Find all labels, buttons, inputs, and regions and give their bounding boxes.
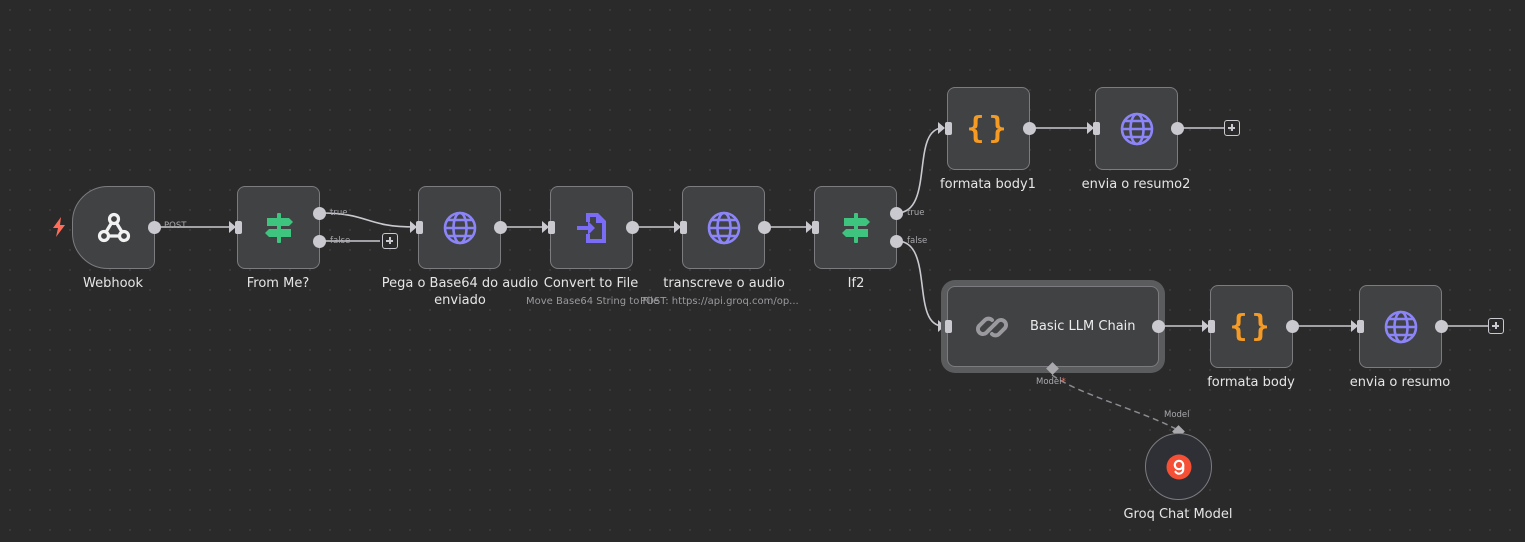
globe-icon — [1383, 309, 1419, 345]
convert-to-file-node[interactable] — [550, 186, 633, 269]
if2-node-label: If2 — [847, 276, 865, 291]
if2-input-handle[interactable] — [812, 221, 819, 234]
signpost-icon — [261, 210, 297, 246]
envia-resumo-input-handle[interactable] — [1357, 320, 1364, 333]
formata-body-output-handle[interactable] — [1286, 320, 1299, 333]
transcreve-audio-node[interactable] — [682, 186, 765, 269]
globe-icon — [706, 210, 742, 246]
convert-to-file-sublabel: Move Base64 String to File — [526, 296, 660, 307]
convert-to-file-node-label: Convert to File — [543, 276, 639, 291]
from-me-node[interactable] — [237, 186, 320, 269]
webhook-icon — [96, 210, 132, 246]
if2-false-label: false — [907, 236, 928, 246]
transcreve-audio-input-handle[interactable] — [680, 221, 687, 234]
curly-braces-icon: {} — [1229, 309, 1274, 344]
file-arrow-icon — [574, 210, 610, 246]
convert-to-file-input-handle[interactable] — [548, 221, 555, 234]
pega-base64-label-line1: Pega o Base64 do audio — [381, 276, 539, 291]
if2-true-handle[interactable] — [890, 207, 903, 220]
envia-resumo2-add-button[interactable] — [1224, 120, 1240, 136]
globe-icon — [442, 210, 478, 246]
groq-model-label: Model — [1164, 410, 1190, 420]
envia-resumo-add-button[interactable] — [1488, 318, 1504, 334]
groq-chat-model-node-label: Groq Chat Model — [1123, 507, 1233, 522]
pega-base64-label-line2: enviado — [434, 293, 486, 308]
formata-body-node[interactable]: {} — [1210, 285, 1293, 368]
envia-resumo-node[interactable] — [1359, 285, 1442, 368]
from-me-false-label: false — [330, 236, 351, 246]
basic-llm-chain-model-text: Model — [1036, 377, 1062, 387]
required-mark: * — [1061, 377, 1066, 387]
formata-body1-input-handle[interactable] — [945, 122, 952, 135]
transcreve-audio-sublabel: POST: https://api.groq.com/op... — [640, 296, 799, 307]
formata-body-node-label: formata body — [1207, 375, 1295, 390]
edge-groq-basicllm — [1051, 374, 1179, 431]
envia-resumo2-output-handle[interactable] — [1171, 122, 1184, 135]
webhook-output-handle[interactable] — [148, 221, 161, 234]
formata-body1-output-handle[interactable] — [1023, 122, 1036, 135]
from-me-input-handle[interactable] — [235, 221, 242, 234]
transcreve-audio-node-label: transcreve o audio — [663, 276, 785, 291]
transcreve-audio-output-handle[interactable] — [758, 221, 771, 234]
from-me-node-label: From Me? — [246, 276, 310, 291]
formata-body1-node[interactable]: {} — [947, 87, 1030, 170]
edge-if2-basicllm — [896, 240, 944, 327]
basic-llm-chain-output-handle[interactable] — [1152, 320, 1165, 333]
webhook-node[interactable] — [72, 186, 155, 269]
globe-icon — [1119, 111, 1155, 147]
if2-node[interactable] — [814, 186, 897, 269]
basic-llm-chain-input-handle[interactable] — [945, 320, 952, 333]
envia-resumo-node-label: envia o resumo — [1349, 375, 1451, 390]
webhook-output-label: POST — [164, 221, 187, 231]
from-me-false-handle[interactable] — [313, 235, 326, 248]
edge-fromme-pega — [319, 212, 416, 228]
signpost-icon — [838, 210, 874, 246]
if2-false-handle[interactable] — [890, 235, 903, 248]
envia-resumo-output-handle[interactable] — [1435, 320, 1448, 333]
pega-base64-input-handle[interactable] — [416, 221, 423, 234]
trigger-lightning-icon — [52, 217, 66, 241]
pega-base64-output-handle[interactable] — [494, 221, 507, 234]
chain-link-icon — [974, 309, 1010, 345]
webhook-node-label: Webhook — [82, 276, 144, 291]
basic-llm-chain-node-label: Basic LLM Chain — [1030, 319, 1136, 334]
envia-resumo2-input-handle[interactable] — [1093, 122, 1100, 135]
formata-body1-node-label: formata body1 — [940, 177, 1036, 192]
edge-if2-formatabody1 — [896, 127, 944, 214]
basic-llm-chain-model-label: Model* — [1036, 377, 1066, 387]
convert-to-file-output-handle[interactable] — [626, 221, 639, 234]
envia-resumo2-node[interactable] — [1095, 87, 1178, 170]
from-me-false-add-button[interactable] — [382, 233, 398, 249]
groq-chat-model-node[interactable] — [1145, 433, 1212, 500]
from-me-true-label: true — [330, 208, 348, 218]
pega-base64-node[interactable] — [418, 186, 501, 269]
groq-logo-icon — [1166, 454, 1192, 480]
from-me-true-handle[interactable] — [313, 207, 326, 220]
curly-braces-icon: {} — [966, 111, 1011, 146]
pega-base64-node-label: Pega o Base64 do audio enviado — [370, 275, 550, 309]
envia-resumo2-node-label: envia o resumo2 — [1081, 177, 1191, 192]
if2-true-label: true — [907, 208, 925, 218]
formata-body-input-handle[interactable] — [1208, 320, 1215, 333]
basic-llm-chain-node[interactable]: Basic LLM Chain — [947, 286, 1159, 367]
